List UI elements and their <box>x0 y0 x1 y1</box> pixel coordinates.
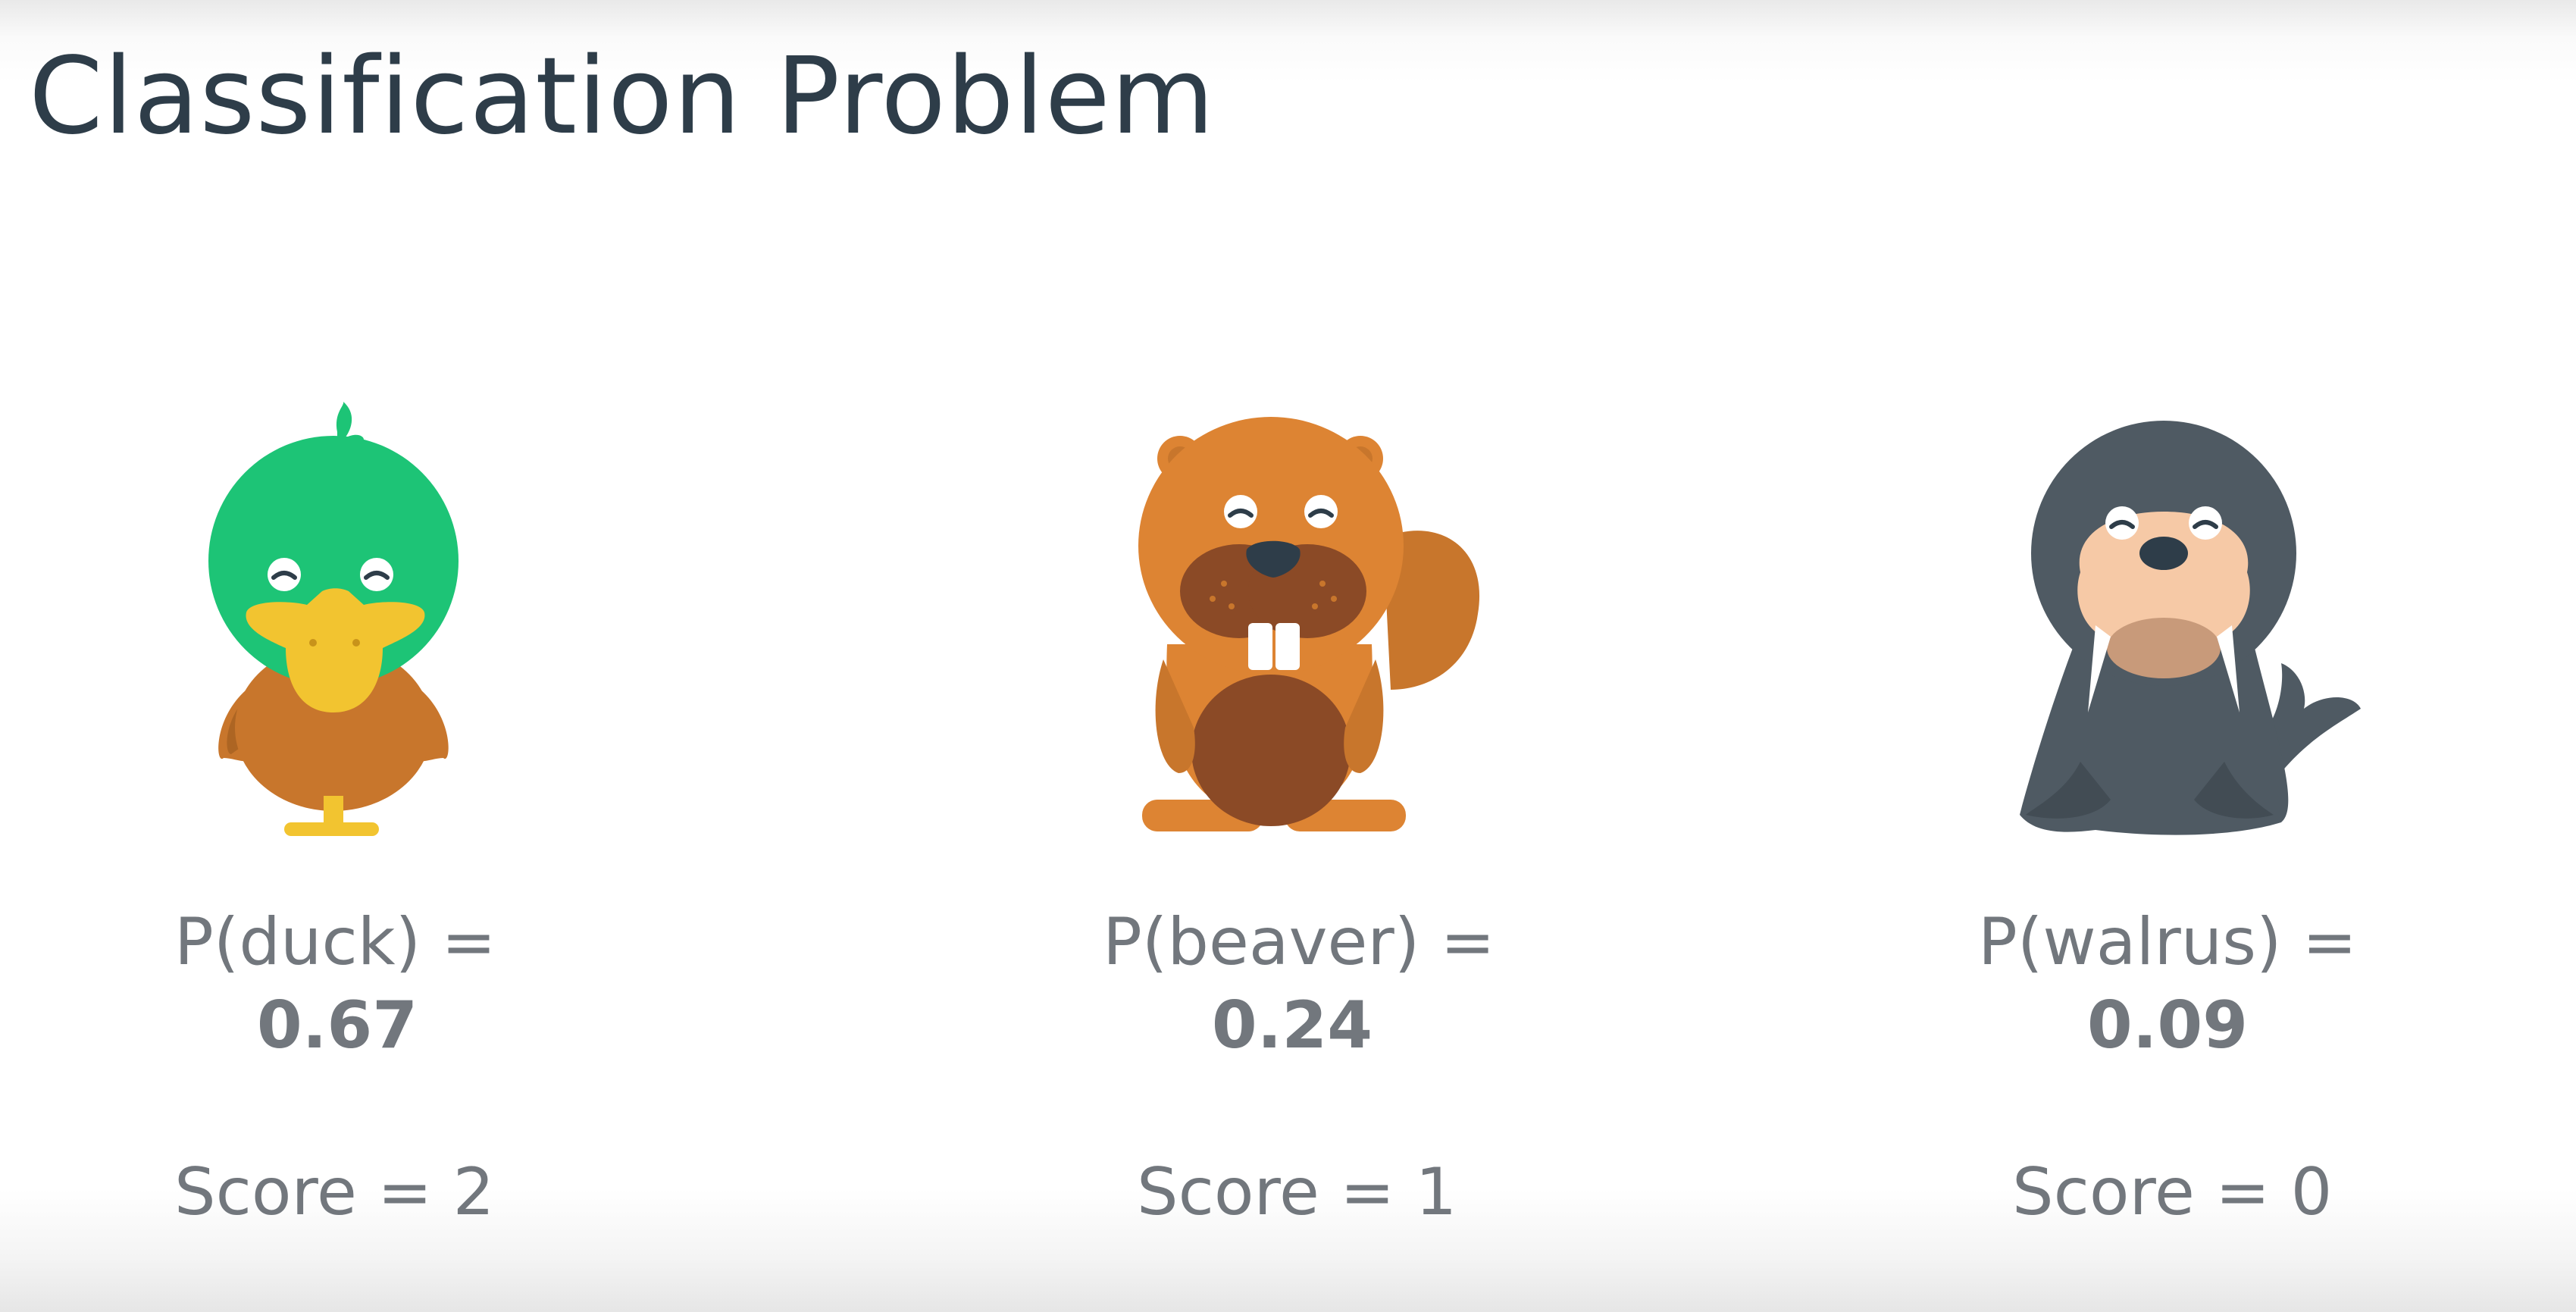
walrus-probability-value: 0.09 <box>2086 988 2249 1063</box>
duck-probability-label: P(duck) = <box>174 904 496 980</box>
walrus-icon <box>2020 421 2361 835</box>
walrus-score: Score = 0 <box>2012 1154 2333 1230</box>
page-title: Classification Problem <box>29 35 1216 158</box>
beaver-probability-label: P(beaver) = <box>1103 904 1495 980</box>
beaver-icon <box>1138 417 1480 831</box>
duck-score: Score = 2 <box>174 1154 495 1230</box>
walrus-probability-label: P(walrus) = <box>1978 904 2357 980</box>
beaver-score: Score = 1 <box>1137 1154 1457 1230</box>
duck-probability-value: 0.67 <box>256 988 418 1063</box>
duck-icon <box>208 402 459 836</box>
beaver-probability-value: 0.24 <box>1211 988 1373 1063</box>
